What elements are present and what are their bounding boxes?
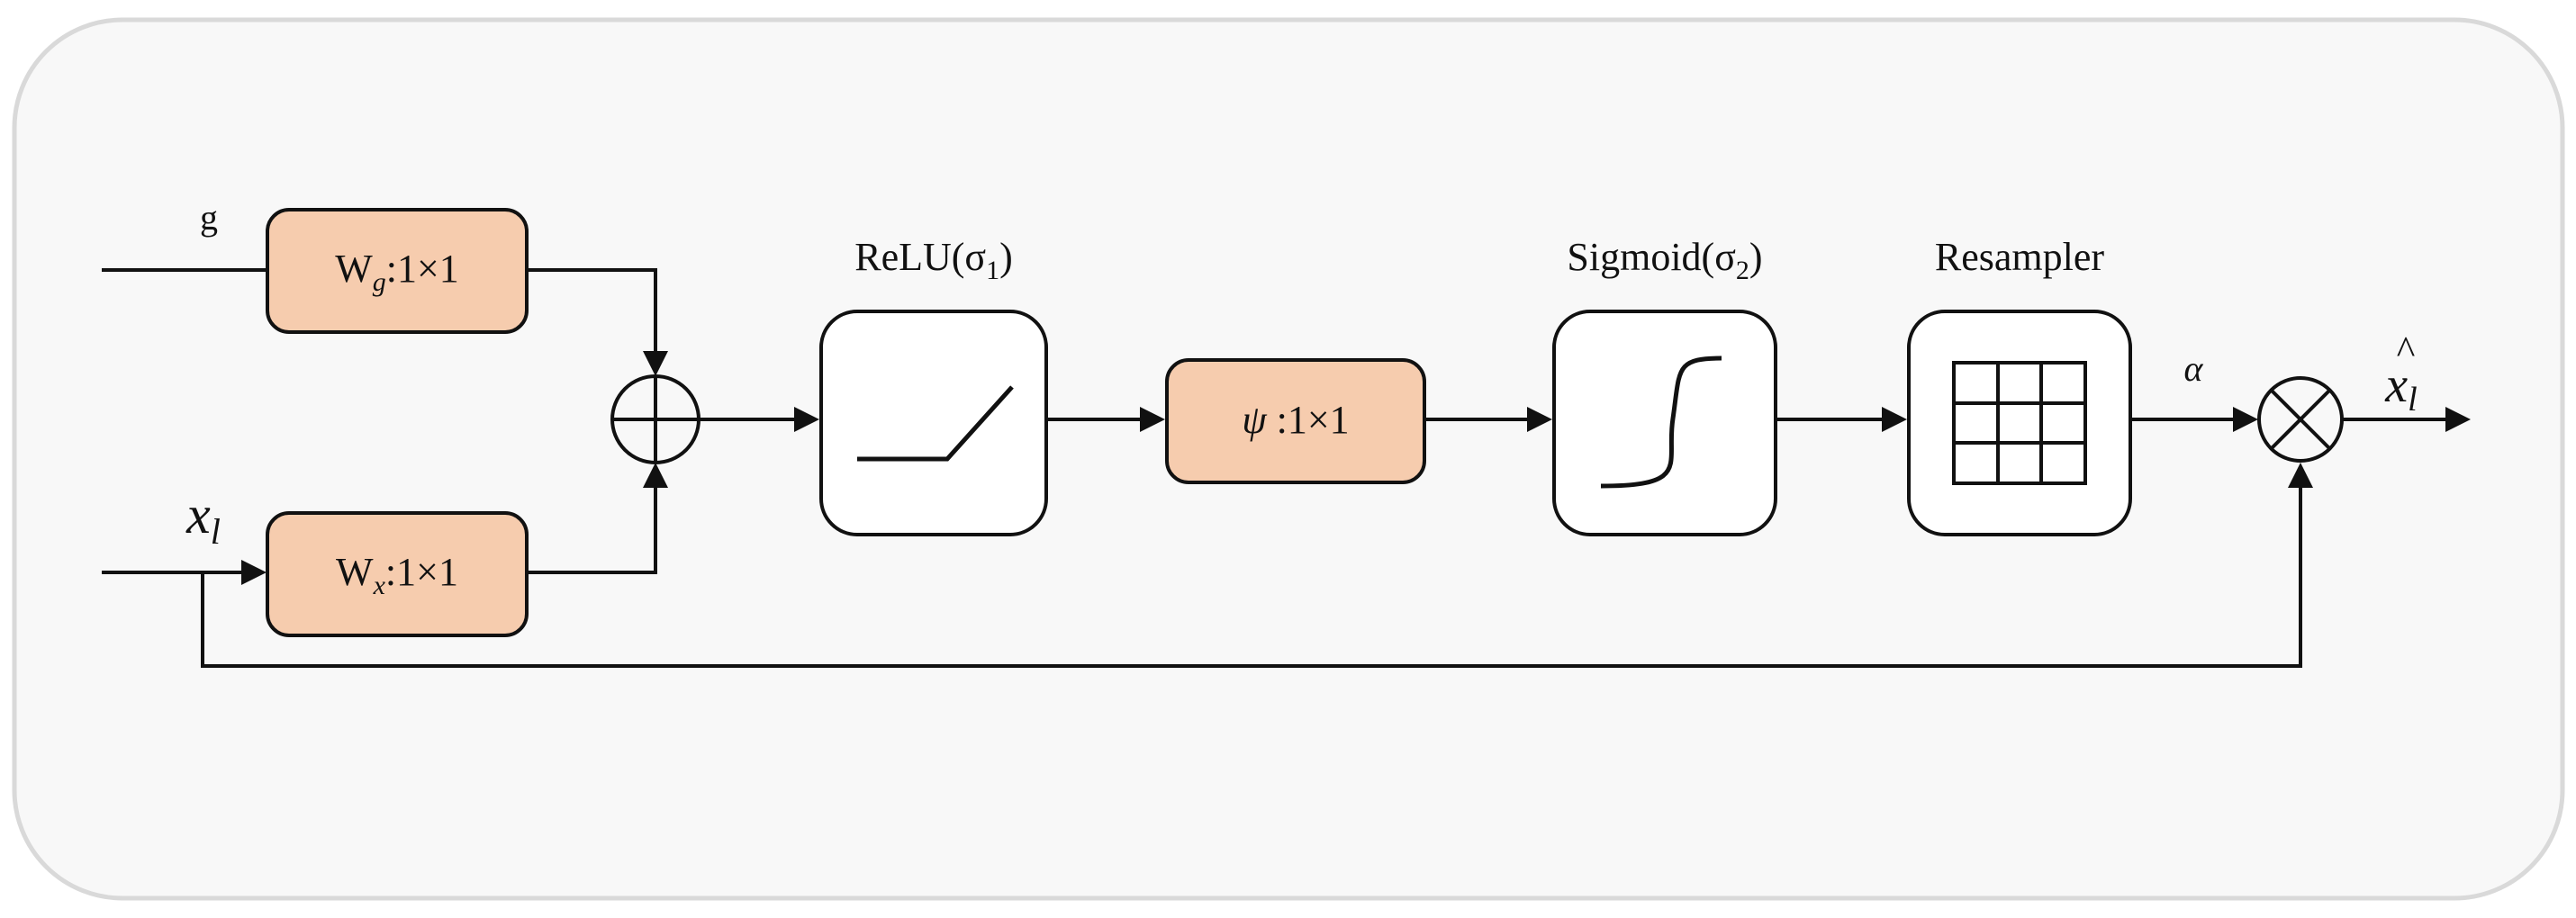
sigmoid-label: Sigmoid(σ2) xyxy=(1567,235,1762,285)
arrowhead xyxy=(2233,407,2258,432)
svg-text:Wx:1×1: Wx:1×1 xyxy=(336,550,458,600)
wg-conv-block: Wg:1×1 xyxy=(266,208,529,334)
alpha-label: α xyxy=(2184,348,2204,389)
relu-label: ReLU(σ1) xyxy=(854,235,1013,285)
sigmoid-icon xyxy=(1600,356,1722,489)
arrowhead xyxy=(2445,407,2471,432)
output-hat: ^ xyxy=(2396,328,2415,373)
arrowhead xyxy=(1527,407,1552,432)
psi-rest: :1×1 xyxy=(1267,398,1350,442)
wx-rest: :1×1 xyxy=(385,550,458,594)
sigmoid-main: Sigmoid(σ xyxy=(1567,235,1736,279)
line-skip-x-to-multiply xyxy=(201,488,2302,668)
add-icon xyxy=(610,374,700,464)
relu-block xyxy=(819,310,1048,536)
wg-w: W xyxy=(335,247,373,291)
arrowhead xyxy=(643,351,668,376)
relu-main: ReLU(σ xyxy=(854,235,986,279)
output-main: x xyxy=(2384,357,2408,413)
sigmoid-close: ) xyxy=(1749,235,1763,279)
input-x-sub: l xyxy=(211,511,221,552)
line-wx-to-add xyxy=(527,488,657,574)
arrowhead xyxy=(1140,407,1165,432)
psi-symbol: ψ xyxy=(1242,398,1267,442)
input-g-label: g xyxy=(200,197,218,238)
line-wg-to-add xyxy=(527,268,657,351)
wx-sub: x xyxy=(373,571,386,600)
resampler-label: Resampler xyxy=(1935,235,2105,279)
sigmoid-block xyxy=(1552,310,1777,536)
wg-rest: :1×1 xyxy=(386,247,459,291)
wx-w: W xyxy=(336,550,374,594)
output-label: ^ xl xyxy=(2384,328,2417,418)
arrowhead xyxy=(1882,407,1907,432)
psi-conv-block: ψ :1×1 xyxy=(1165,358,1426,484)
svg-text:ψ :1×1: ψ :1×1 xyxy=(1242,398,1349,442)
svg-text:xl: xl xyxy=(2384,357,2417,418)
arrowhead xyxy=(2288,463,2313,488)
resampler-block xyxy=(1907,310,2132,536)
sigmoid-sub: 2 xyxy=(1736,256,1749,285)
input-x-label: xl xyxy=(185,485,221,552)
arrowhead xyxy=(794,407,819,432)
relu-icon xyxy=(857,385,1014,462)
connectors xyxy=(102,257,2471,668)
multiply-icon xyxy=(2257,376,2344,463)
output-sub: l xyxy=(2408,381,2418,418)
svg-text:Wg:1×1: Wg:1×1 xyxy=(335,247,459,297)
arrowhead xyxy=(643,463,668,488)
wx-conv-block: Wx:1×1 xyxy=(266,511,529,637)
relu-sub: 1 xyxy=(986,256,999,285)
grid-icon xyxy=(1952,361,2087,485)
input-x-main: x xyxy=(185,485,211,544)
relu-close: ) xyxy=(999,235,1013,279)
wg-sub: g xyxy=(373,267,386,297)
arrowhead xyxy=(241,560,267,585)
